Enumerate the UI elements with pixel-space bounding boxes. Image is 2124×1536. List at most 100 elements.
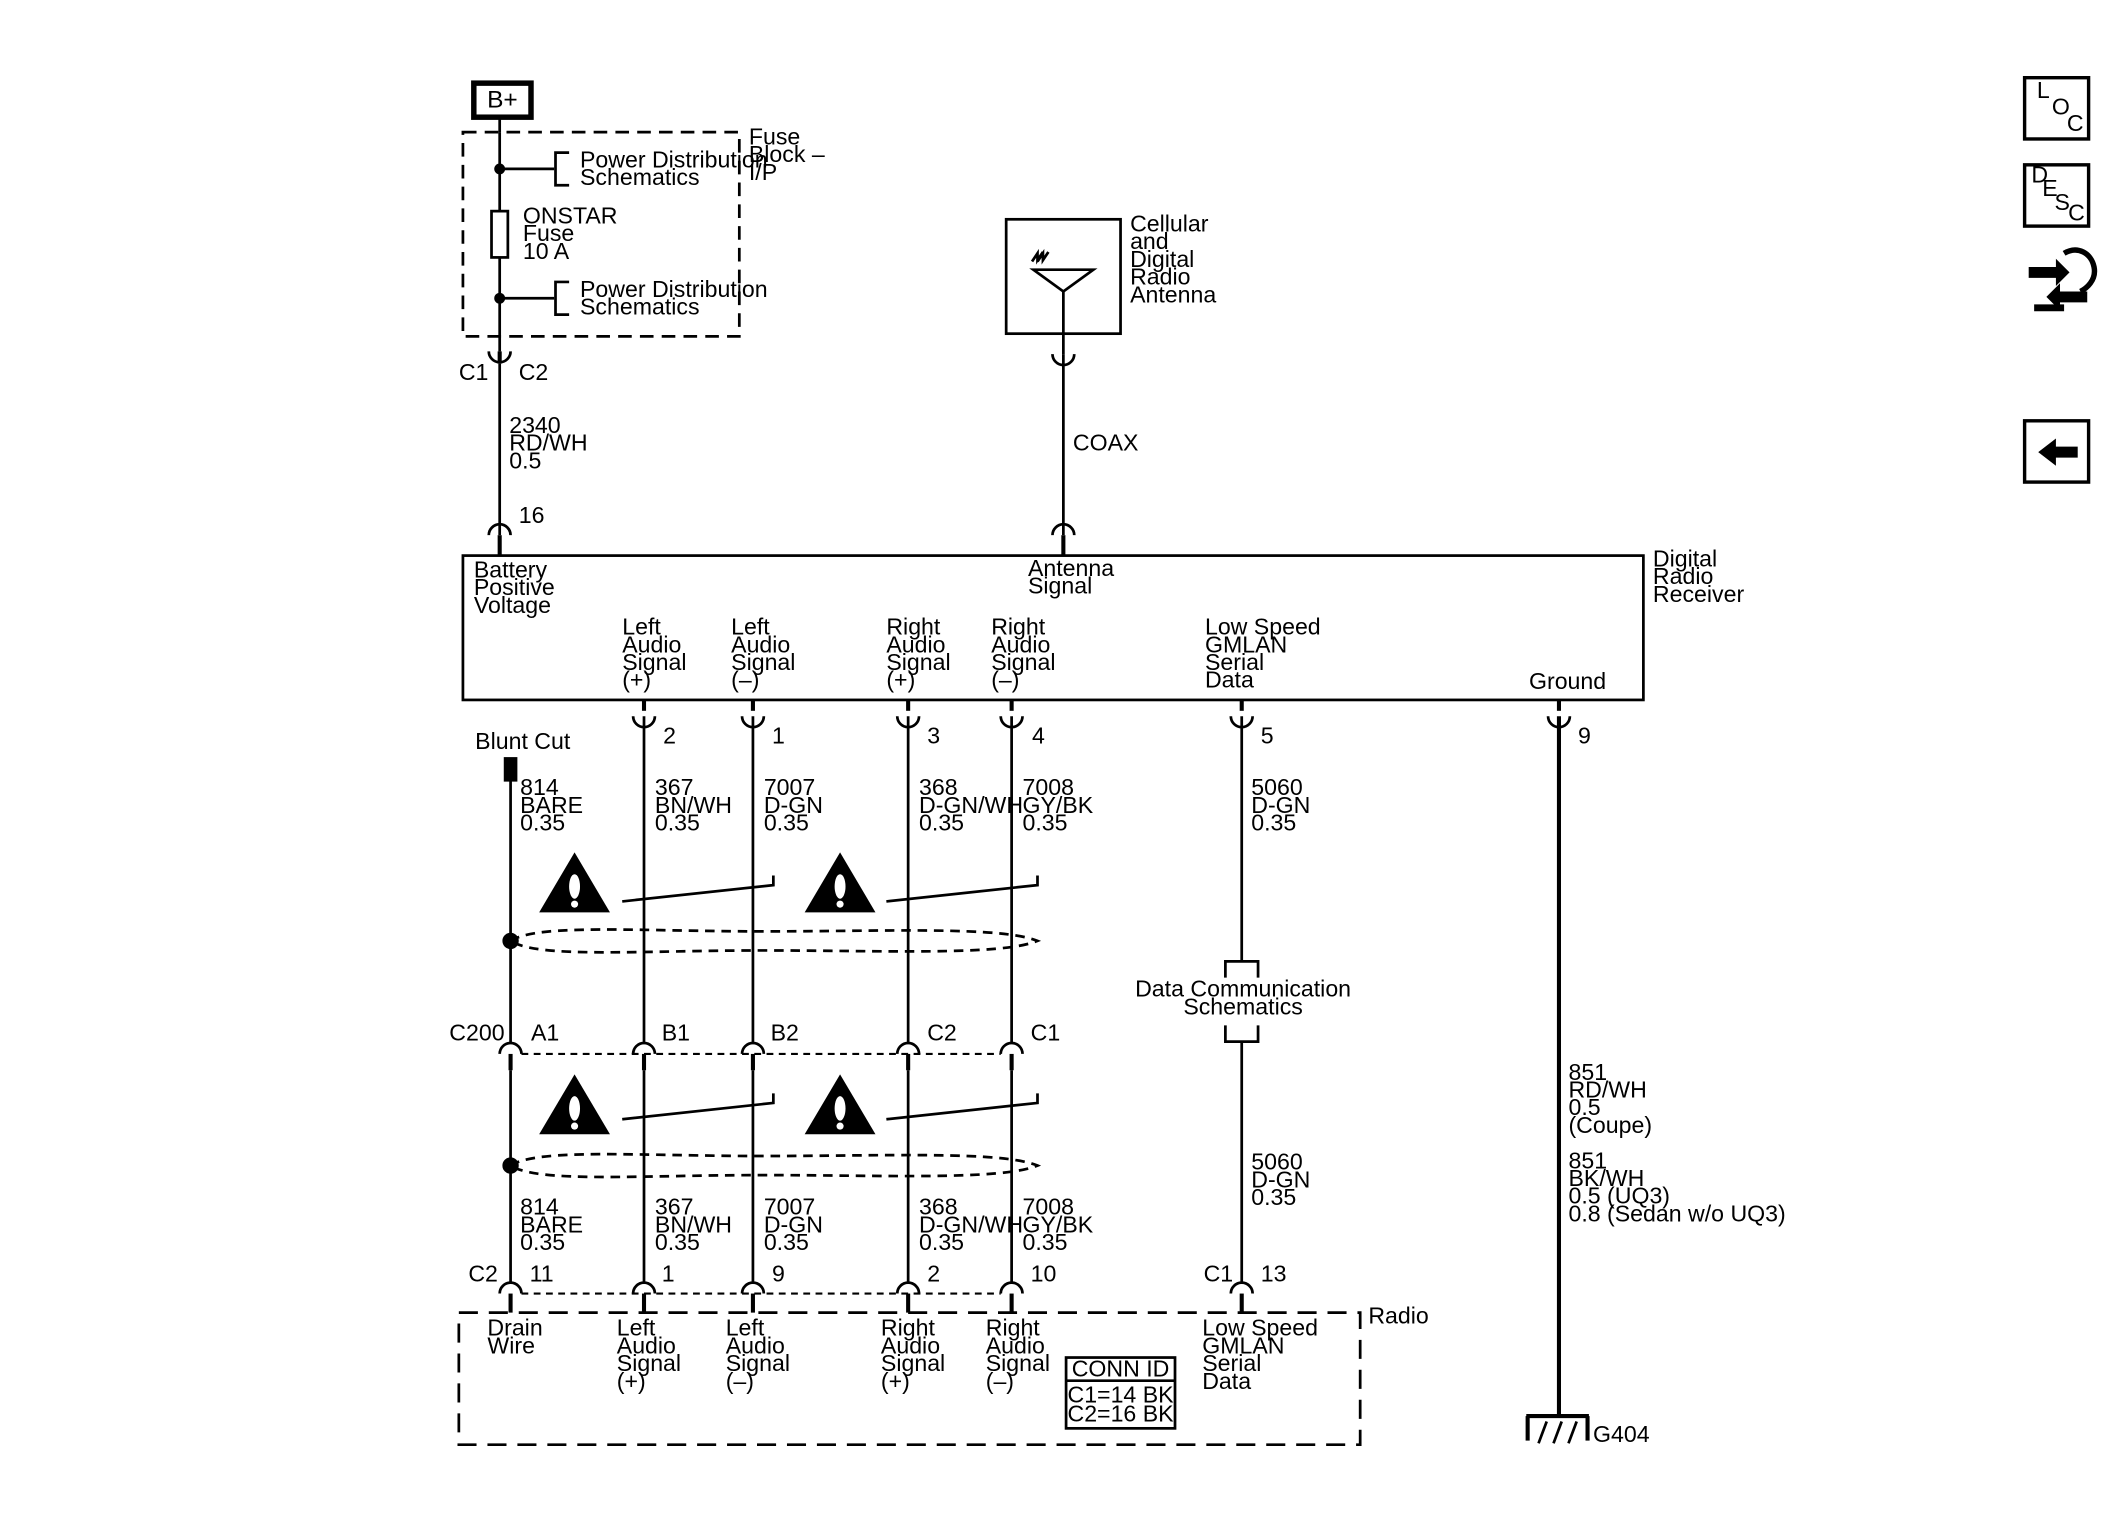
svg-text:Schematics: Schematics <box>580 294 700 320</box>
receiver-left-audio-plus-label: Left Audio Signal (+) <box>622 614 686 693</box>
svg-text:Antenna: Antenna <box>1130 281 1216 307</box>
lower-wire-label: 368 D-GN/WH 0.35 <box>919 1194 1023 1255</box>
shield-upper <box>502 928 1042 954</box>
svg-text:BN/WH: BN/WH <box>655 1211 732 1237</box>
radio-pin-number: 1 <box>662 1260 675 1286</box>
svg-text:BARE: BARE <box>520 1211 583 1237</box>
svg-text:Power Distribution: Power Distribution <box>580 147 768 173</box>
svg-text:Receiver: Receiver <box>1653 581 1745 607</box>
fuse-block-label: Fuse Block – I/P <box>749 123 825 184</box>
svg-text:and: and <box>1130 228 1169 254</box>
svg-text:0.35: 0.35 <box>520 1229 565 1255</box>
svg-text:Voltage: Voltage <box>474 592 551 618</box>
radio-gmlan-label: Low Speed GMLAN Serial Data <box>1202 1315 1318 1394</box>
svg-text:Data: Data <box>1205 667 1254 693</box>
svg-text:Left: Left <box>726 1315 765 1341</box>
svg-text:Drain: Drain <box>487 1315 542 1341</box>
svg-text:I/P: I/P <box>749 159 777 185</box>
receiver-right-audio-minus-label: Right Audio Signal (–) <box>991 614 1055 693</box>
desc-button[interactable] <box>2022 163 2091 228</box>
twisted-pair-right-lower <box>886 1093 1039 1121</box>
loc-button[interactable] <box>2022 75 2091 141</box>
radio-box <box>457 1311 1362 1447</box>
svg-text:Signal: Signal <box>881 1350 945 1376</box>
antenna-signal-label: Antenna Signal <box>1028 555 1114 599</box>
b-plus-box <box>471 80 534 120</box>
svg-text:7007: 7007 <box>764 1194 815 1220</box>
svg-text:0.35: 0.35 <box>1251 810 1296 836</box>
svg-text:O: O <box>2052 93 2070 119</box>
coax-label: COAX <box>1073 430 1139 456</box>
svg-text:(–): (–) <box>986 1368 1014 1394</box>
receiver-antenna-connector <box>1051 523 1076 536</box>
radio-conn-c1-label: C1 <box>1204 1260 1234 1286</box>
svg-text:Radio: Radio <box>1130 264 1190 290</box>
conn-id-box <box>1064 1356 1177 1430</box>
svg-text:Schematics: Schematics <box>580 164 700 190</box>
upper-wire-label: 367 BN/WH 0.35 <box>655 774 732 835</box>
svg-text:E: E <box>2042 175 2057 201</box>
svg-text:Low Speed: Low Speed <box>1205 614 1321 640</box>
svg-text:Data Communication: Data Communication <box>1135 976 1351 1002</box>
ground-g404-label: G404 <box>1593 1421 1650 1447</box>
svg-text:D-GN/WH: D-GN/WH <box>919 792 1023 818</box>
svg-text:CONN ID: CONN ID <box>1072 1356 1170 1382</box>
svg-text:C2=16 BK: C2=16 BK <box>1068 1401 1175 1427</box>
svg-text:Low Speed: Low Speed <box>1202 1315 1318 1341</box>
onstar-fuse <box>490 209 510 259</box>
lower-wire-label: 367 BN/WH 0.35 <box>655 1194 732 1255</box>
c200-pin-label: C2 <box>927 1019 957 1045</box>
receiver-pin-number: 2 <box>663 722 676 748</box>
svg-text:D-GN: D-GN <box>1251 1166 1310 1192</box>
blunt-cut-label: Blunt Cut <box>475 728 571 754</box>
pds-top-bracket <box>554 151 570 187</box>
svg-text:D-GN: D-GN <box>764 1211 823 1237</box>
lower-wire-label: 814 BARE 0.35 <box>520 1194 583 1255</box>
svg-text:(+): (+) <box>881 1368 910 1394</box>
svg-text:Fuse: Fuse <box>523 220 574 246</box>
svg-text:Right: Right <box>986 1315 1041 1341</box>
svg-text:RD/WH: RD/WH <box>509 430 587 456</box>
svg-text:7008: 7008 <box>1023 774 1074 800</box>
receiver-pin-number: 5 <box>1261 722 1274 748</box>
conn-c2-label: C2 <box>519 359 549 385</box>
desc-icon: D E S C <box>2031 162 2084 226</box>
svg-text:814: 814 <box>520 1194 559 1220</box>
svg-text:Wire: Wire <box>487 1332 535 1358</box>
svg-text:(+): (+) <box>886 667 915 693</box>
svg-text:Left: Left <box>617 1315 656 1341</box>
svg-text:(+): (+) <box>622 667 651 693</box>
svg-text:0.35: 0.35 <box>764 1229 809 1255</box>
svg-text:0.35: 0.35 <box>764 810 809 836</box>
svg-text:(–): (–) <box>991 667 1019 693</box>
svg-text:0.35: 0.35 <box>919 810 964 836</box>
svg-text:C: C <box>2068 200 2085 226</box>
connector-tool-icon[interactable] <box>2028 247 2098 312</box>
shield-lower <box>502 1152 1042 1179</box>
svg-text:Power Distribution: Power Distribution <box>580 276 768 302</box>
pds-bottom-label: Power Distribution Schematics <box>580 276 768 320</box>
receiver-pin-number: 9 <box>1578 722 1591 748</box>
upper-wire-label: 5060 D-GN 0.35 <box>1251 774 1310 835</box>
svg-text:2340: 2340 <box>509 412 560 438</box>
svg-text:0.35: 0.35 <box>1023 1229 1068 1255</box>
svg-text:Audio: Audio <box>986 1332 1045 1358</box>
svg-text:Fuse: Fuse <box>749 123 800 149</box>
svg-text:Signal: Signal <box>986 1350 1050 1376</box>
radio-left-audio-plus-label: Left Audio Signal (+) <box>617 1315 681 1394</box>
twisted-pair-left-upper <box>622 875 775 903</box>
upper-wire-label: 368 D-GN/WH 0.35 <box>919 774 1023 835</box>
svg-text:7008: 7008 <box>1023 1194 1074 1220</box>
svg-text:L: L <box>2037 77 2050 103</box>
svg-text:D: D <box>2031 162 2048 188</box>
svg-text:Battery: Battery <box>474 556 548 582</box>
twisted-pair-right-upper <box>886 875 1039 903</box>
svg-text:(–): (–) <box>726 1368 754 1394</box>
lower-wire-label: 7008 GY/BK 0.35 <box>1023 1194 1094 1255</box>
svg-text:7007: 7007 <box>764 774 815 800</box>
svg-text:368: 368 <box>919 1194 958 1220</box>
back-button[interactable] <box>2022 419 2091 484</box>
upper-wire-label: 814 BARE 0.35 <box>520 774 583 835</box>
radio-right-audio-minus-label: Right Audio Signal (–) <box>986 1315 1050 1394</box>
